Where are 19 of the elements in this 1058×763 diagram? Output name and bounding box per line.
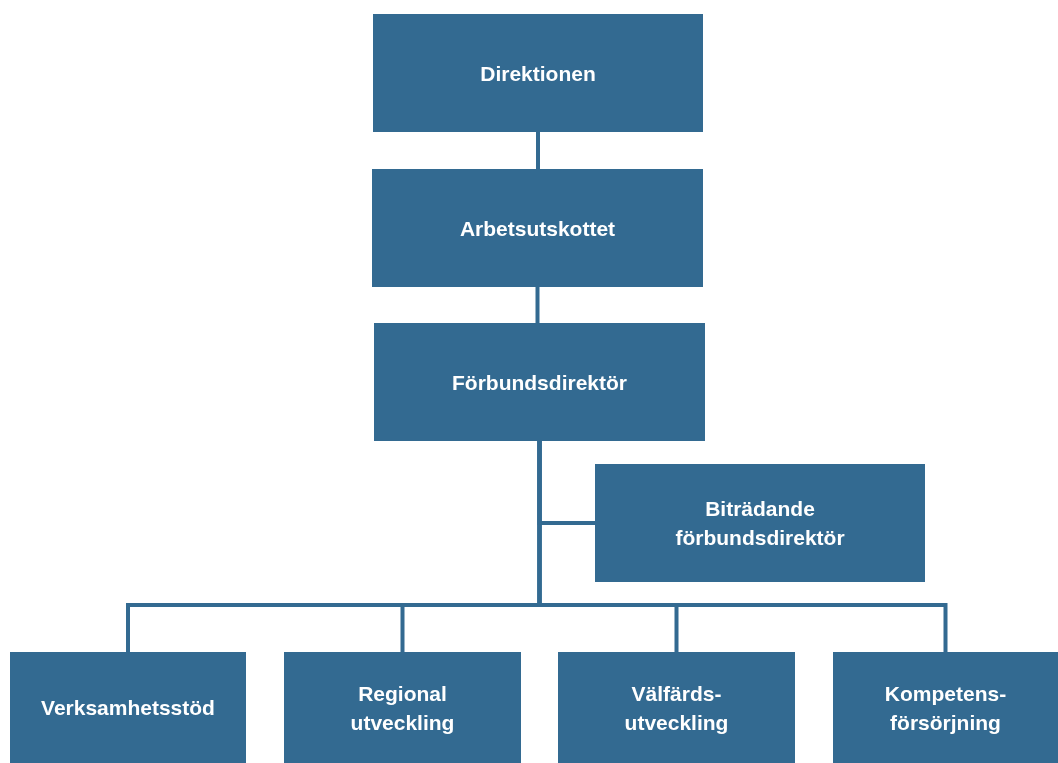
box-label: Biträdande förbundsdirektör [674, 496, 846, 551]
org-box [373, 14, 703, 132]
org-box [372, 169, 703, 287]
box-label: Direktionen [480, 60, 596, 87]
org-box [374, 323, 705, 441]
connector-line [537, 441, 948, 652]
org-box [284, 652, 521, 763]
org-box [10, 652, 246, 763]
org-box [833, 652, 1058, 763]
connector-line [535, 287, 540, 323]
box-label: Regional utveckling [349, 680, 456, 736]
box-label: Arbetsutskottet [459, 215, 616, 242]
box-label: Verksamhetsstöd [41, 695, 215, 721]
org-box [595, 464, 925, 582]
org-box [558, 652, 795, 763]
connector-line [536, 132, 540, 169]
box-label: Kompetens- försörjning [883, 680, 1008, 736]
box-label: Förbundsdirektör [452, 369, 627, 396]
box-label: Välfärds- utveckling [623, 680, 730, 736]
